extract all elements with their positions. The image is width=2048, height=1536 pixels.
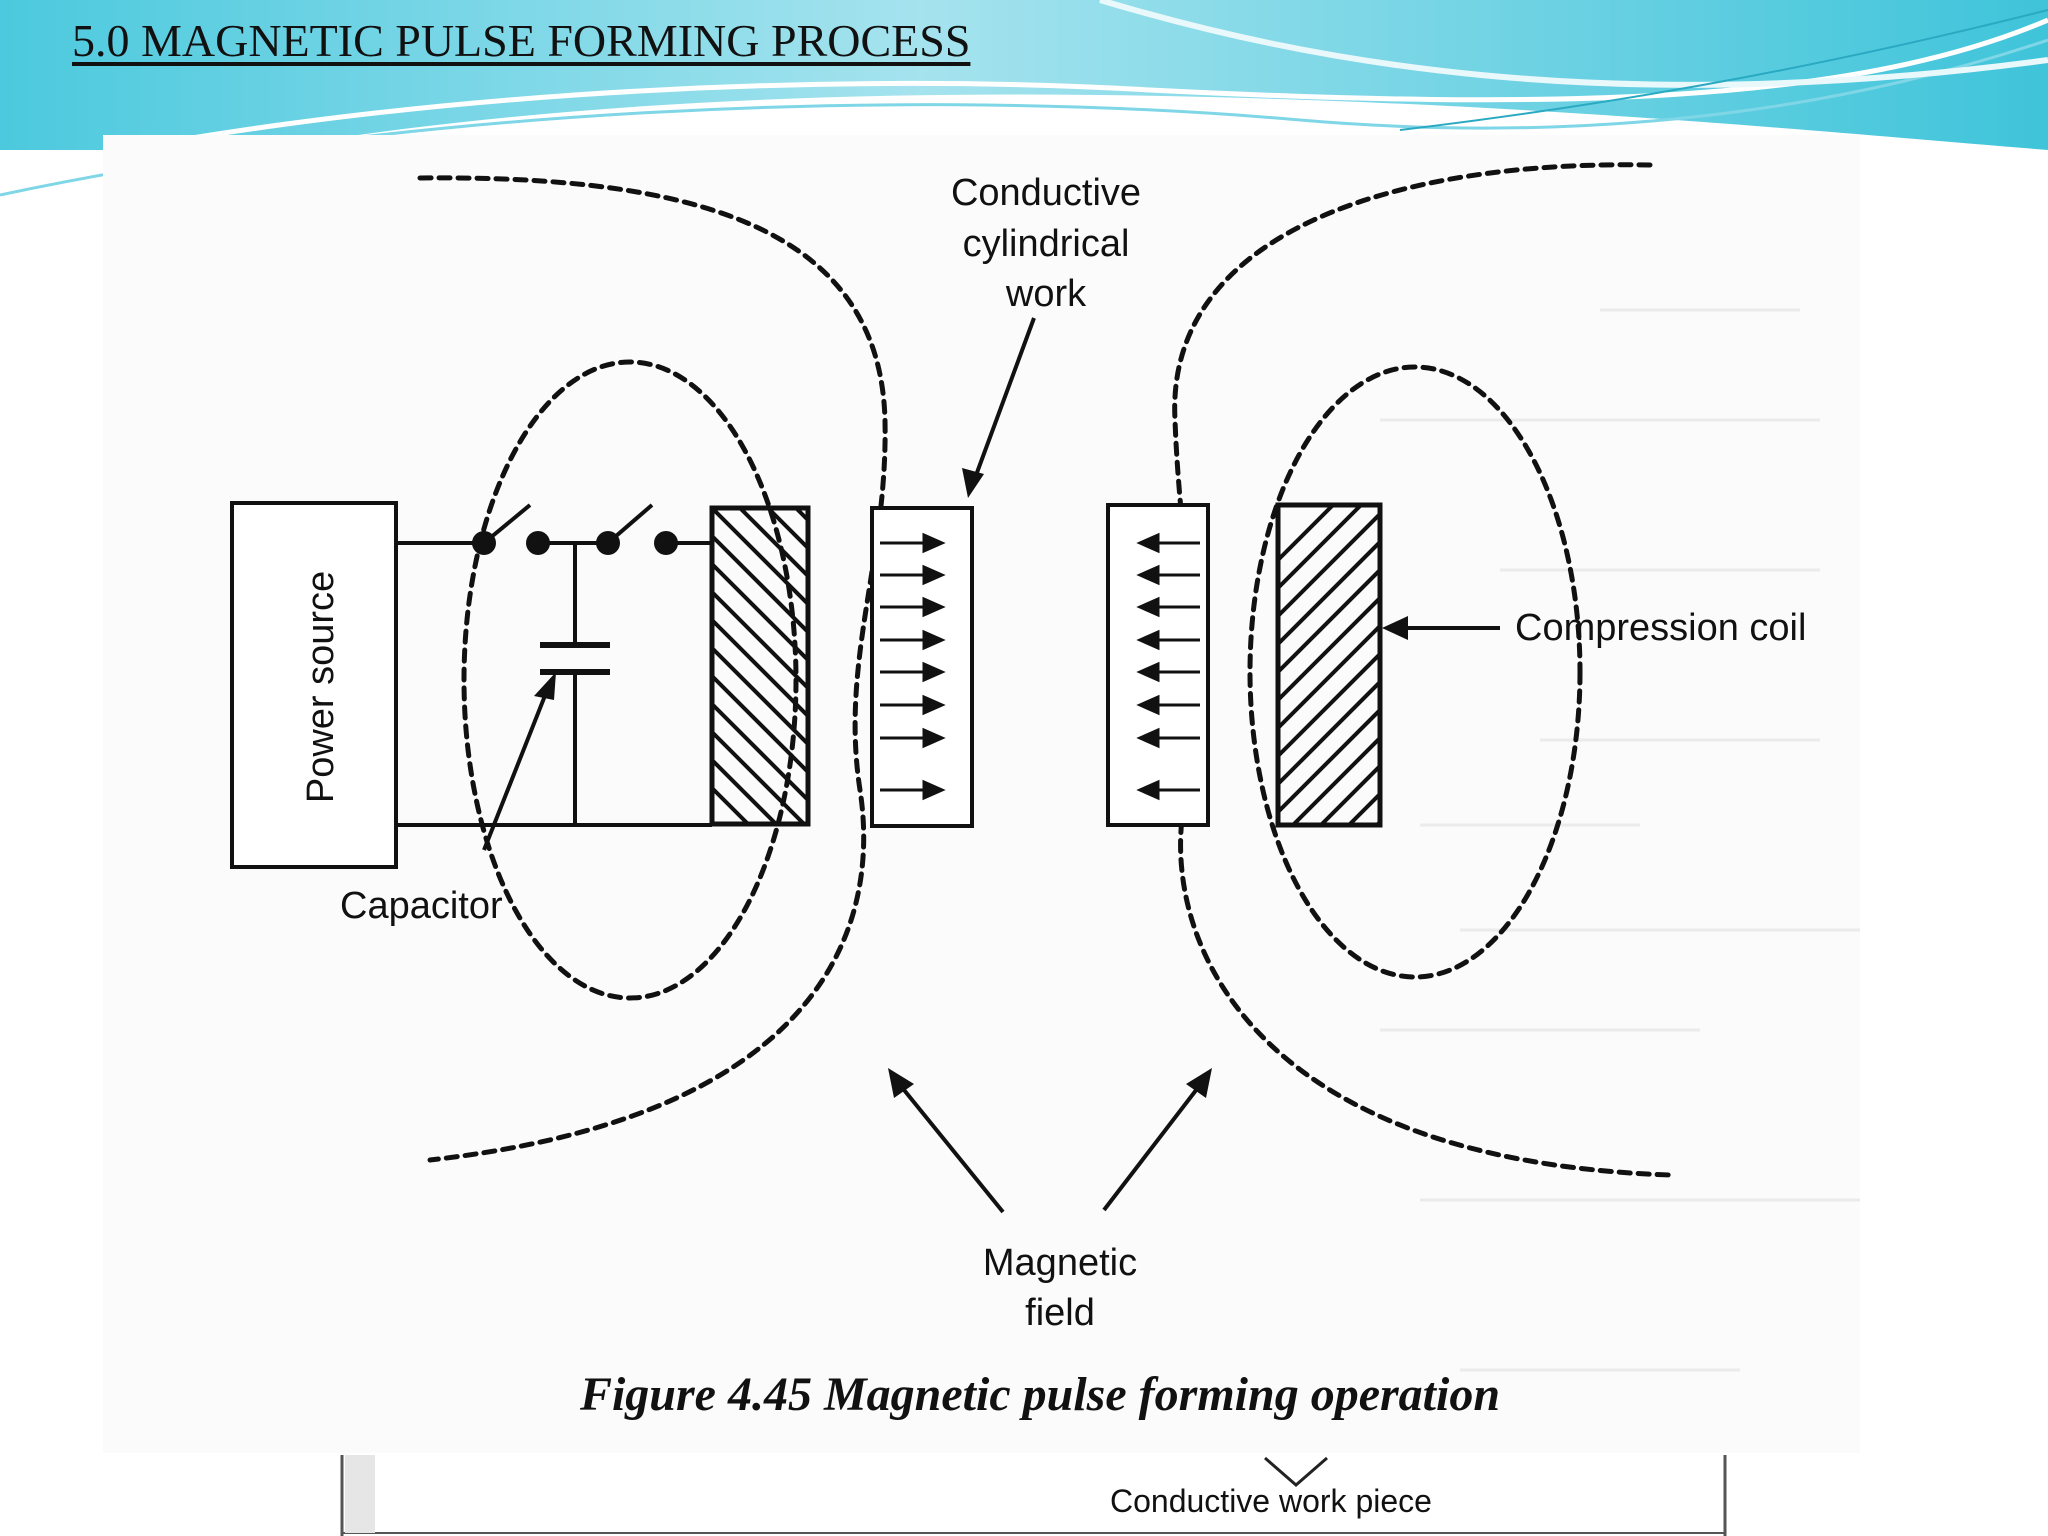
magnetic-field-label-line2: field bbox=[1025, 1292, 1095, 1334]
compression-coil-arrowhead bbox=[1382, 616, 1408, 640]
compression-coil-right bbox=[1275, 502, 1383, 828]
compression-coil-left bbox=[709, 505, 811, 827]
magnetic-field-arrow-right-shaft bbox=[1102, 1083, 1202, 1212]
magnetic-field-arrow-right-head bbox=[1186, 1068, 1212, 1098]
compression-coil-label: Compression coil bbox=[1515, 607, 1806, 649]
slide-title: 5.0 MAGNETIC PULSE FORMING PROCESS bbox=[72, 15, 971, 66]
page-show-through bbox=[1380, 308, 1860, 1372]
switch-blade-2 bbox=[606, 503, 654, 545]
figure-caption: Figure 4.45 Magnetic pulse forming opera… bbox=[579, 1368, 1500, 1421]
conductive-work-label-line3: work bbox=[1005, 273, 1087, 315]
outer-field-line-right bbox=[1172, 162, 1673, 1178]
magnetic-field-label-line1: Magnetic bbox=[983, 1242, 1137, 1284]
capacitor-arrowhead bbox=[534, 672, 556, 700]
workpiece-wall-right bbox=[1106, 503, 1210, 827]
inner-field-loop-right bbox=[1247, 364, 1583, 980]
capacitor-label: Capacitor bbox=[340, 885, 503, 927]
workpiece-wall-left bbox=[870, 506, 974, 828]
power-source-label: Power source bbox=[300, 571, 342, 803]
conductive-work-arrowhead bbox=[962, 468, 984, 498]
magnetic-field-arrow-left-head bbox=[888, 1068, 914, 1098]
inner-field-loop-left bbox=[461, 359, 799, 1001]
outer-field-line-left bbox=[417, 175, 888, 1163]
capacitor-arrow-shaft bbox=[482, 687, 550, 851]
lower-inset-label: Conductive work piece bbox=[1110, 1483, 1432, 1519]
conductive-work-arrow-shaft bbox=[973, 317, 1036, 479]
conductive-work-label-line2: cylindrical bbox=[963, 223, 1130, 265]
magnetic-field-arrow-left-shaft bbox=[898, 1083, 1005, 1214]
power-source-box bbox=[230, 501, 398, 869]
conductive-work-label-line1: Conductive bbox=[951, 172, 1141, 214]
switch-blade-1 bbox=[482, 503, 532, 545]
lower-inset bbox=[340, 1455, 1727, 1536]
